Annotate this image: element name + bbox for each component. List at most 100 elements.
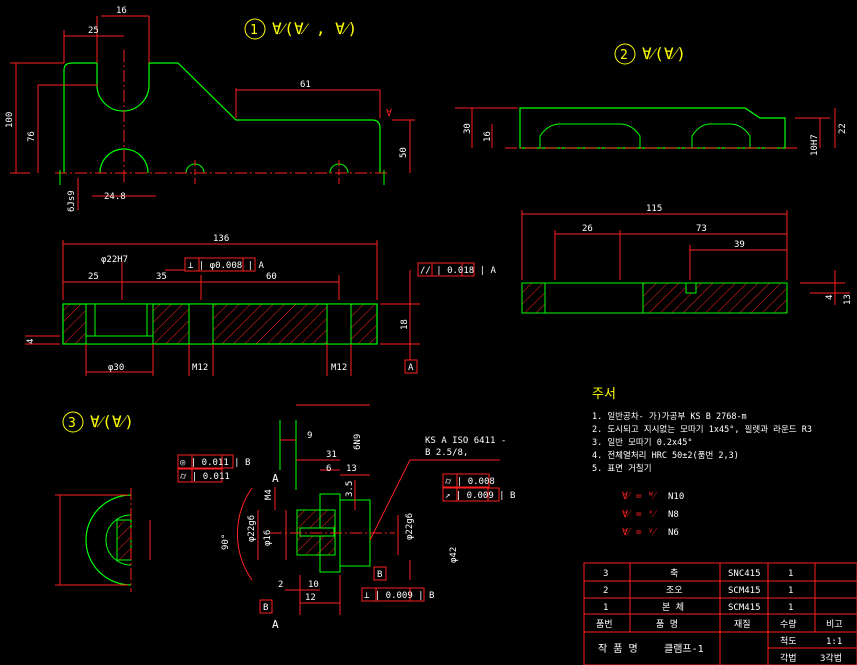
part-2-no: 2: [603, 586, 608, 596]
part-1-no: 1: [603, 603, 608, 613]
dim-4: 4: [825, 295, 835, 300]
scale-value: 1:1: [826, 637, 842, 647]
header-name: 품 명: [656, 619, 678, 630]
dim-26: 26: [582, 224, 593, 234]
note-1: 1. 일반공차- 가)가공부 KS B 2768-m: [592, 411, 747, 422]
dim-60: 60: [266, 272, 277, 282]
dim-4-front: 4: [26, 339, 36, 344]
dim-22: 22: [838, 123, 848, 134]
dim-25-front: 25: [88, 272, 99, 282]
datum-b-box: [259, 599, 273, 614]
dim-phi42: φ42: [449, 547, 459, 563]
dim-2: 2: [278, 580, 283, 590]
rough-1-grade: N10: [668, 492, 684, 502]
view-3-label: 3 ∀⁄(∀⁄): [62, 411, 134, 433]
pin-dimension-lines: [257, 404, 500, 615]
part-3-qty: 1: [788, 569, 793, 579]
dim-90deg: 90°: [221, 534, 231, 550]
rough-3-sym: ∀⁄ = ʸ⁄: [622, 527, 658, 538]
dim-136: 136: [213, 234, 229, 244]
work-name: 클램프-1: [664, 643, 704, 655]
dim-m12-2: M12: [331, 363, 347, 373]
part-1-material: SCM415: [728, 603, 761, 613]
rough-3-grade: N6: [668, 528, 679, 538]
dim-6: 6: [326, 464, 331, 474]
knurl-note-2: B 2.5/8,: [425, 448, 468, 458]
part-3-no: 3: [603, 569, 608, 579]
front-hole-m12-2: [326, 303, 352, 345]
dim-m12: M12: [192, 363, 208, 373]
front-hole-m12: [188, 303, 214, 345]
dim-phi22h7: φ22H7: [101, 255, 128, 265]
note-2: 2. 도시되고 지시없는 모따기 1x45°, 필렛과 라운드 R3: [592, 424, 812, 435]
dim-76: 76: [27, 131, 37, 142]
note-4: 4. 전체열처리 HRC 50±2(품번 2,3): [592, 450, 739, 461]
front-para-tolerance-frame: // | 0.018 | A: [417, 262, 496, 277]
view-1-dimension-lines: [10, 15, 415, 210]
view-1-roughness-symbol: ∀⁄(∀⁄ , ∀⁄): [272, 19, 357, 38]
section-hatch: [116, 519, 132, 561]
front-para-tol: // | 0.018 | A: [420, 266, 496, 276]
header-remark: 비고: [826, 619, 843, 630]
dim-phi22g6-2: φ22g6: [405, 513, 415, 540]
view-2-balloon: [614, 43, 636, 65]
front-view: 136 φ22H7 25 35 60 4 18 φ30 M12 M12 ⊥ | …: [25, 234, 496, 376]
pin-cyl2-tol: ⌭ | 0.008: [445, 477, 495, 487]
scale-label: 척도: [780, 636, 797, 647]
dim-phi16: φ16: [263, 530, 273, 546]
part-2-qty: 1: [788, 586, 793, 596]
front-perp-tol: ⊥ | φ0.008 | A: [188, 261, 264, 271]
dim-phi22g6: φ22g6: [247, 515, 257, 542]
notes-block: 주서 1. 일반공차- 가)가공부 KS B 2768-m 2. 도시되고 지시…: [592, 387, 812, 538]
dim-phi30: φ30: [108, 363, 124, 373]
section-outer-arc: [85, 494, 132, 586]
pin-angle-arc: [236, 487, 253, 581]
dim-3-5: 3.5: [345, 481, 355, 497]
datum-b: B: [263, 603, 268, 613]
pin-circ-tol: ◎ | 0.011 | B: [180, 458, 250, 468]
part-2-material: SCM415: [728, 586, 761, 596]
pin-runout-frame: ↗ | 0.009 | B: [442, 487, 515, 502]
view-2-number: 2: [620, 48, 628, 63]
section-mark-a-bottom: A: [272, 618, 279, 631]
pin-cyl-tol: ⌭ | 0.011: [180, 472, 230, 482]
dim-12: 12: [305, 593, 316, 603]
view-3-roughness-symbol: ∀⁄(∀⁄): [90, 412, 134, 431]
view-2-outline: [519, 107, 786, 149]
rough-mark: ∀: [386, 108, 392, 119]
dim-10h7: 10H7: [810, 134, 820, 156]
pin-detail: 9 6N9 31 6 13 3.5 M4 φ22g6 φ16 φ22g6 φ42…: [177, 404, 515, 631]
front-bore-inner: [94, 303, 148, 337]
view-1-number: 1: [250, 23, 258, 38]
datum-a: A: [408, 363, 414, 373]
header-material: 재질: [734, 618, 751, 630]
knurl-note-1: KS A ISO 6411 -: [425, 436, 506, 446]
datum-a-box: [404, 359, 418, 374]
part-1-qty: 1: [788, 603, 793, 613]
pin-circularity-frame: ◎ | 0.011 | B: [177, 454, 250, 469]
dim-18: 18: [400, 319, 410, 330]
datum-b-box-2: [373, 566, 387, 581]
section-mark-a-top: A: [272, 472, 279, 485]
view-2-slot-2: [691, 123, 751, 148]
pin-cylindricity-frame: ⌭ | 0.011: [177, 468, 230, 483]
dim-13-pin: 13: [346, 464, 357, 474]
dim-25: 25: [88, 26, 99, 36]
view-1: 1 ∀⁄(∀⁄ , ∀⁄): [5, 6, 415, 212]
pin-cylindricity2-frame: ⌭ | 0.008: [442, 473, 495, 488]
pin-perp-frame: ⊥ | 0.009 | B: [361, 587, 434, 602]
dim-m4: M4: [264, 489, 274, 500]
view-2-section-void: [544, 282, 644, 314]
front-counterbore: [85, 335, 154, 345]
view-1-outline: [63, 62, 381, 173]
view-2-dimension-lines: [455, 107, 836, 148]
dim-73: 73: [696, 224, 707, 234]
front-dimension-lines: [25, 240, 420, 376]
part-2-name: 조오: [666, 585, 683, 596]
view-2-slot-void: [685, 282, 697, 294]
pin-thread-hole: [299, 527, 335, 537]
view-2-slot: [539, 123, 641, 148]
view-1-arc-bottom: [99, 148, 149, 174]
